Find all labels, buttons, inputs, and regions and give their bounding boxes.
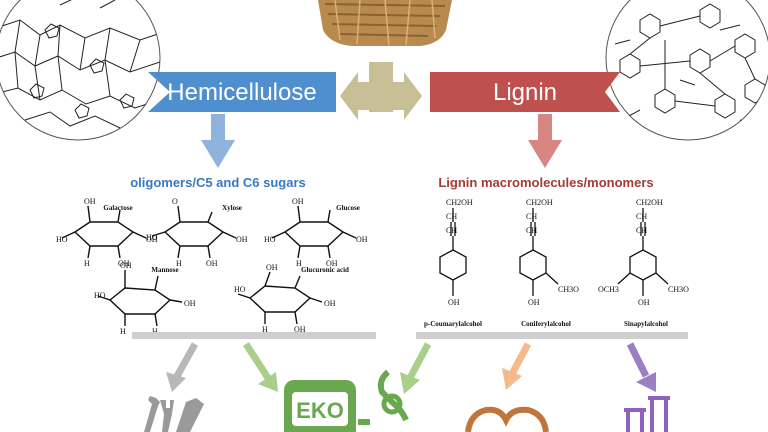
hemicellulose-label: Hemicellulose [167,79,316,106]
svg-text:OH: OH [84,197,96,206]
svg-text:CH2OH: CH2OH [446,198,473,207]
sugar-atom-labels: OH HO OH H OH O HO OH H OH OH HO OH H OH… [56,197,368,336]
straw-bale-image [318,0,452,46]
svg-text:OH: OH [638,298,650,307]
svg-text:OH: OH [266,263,278,272]
bioplastic-icon [465,406,549,432]
svg-text:H: H [84,259,90,268]
hemicellulose-down-arrow [201,114,235,168]
hemicellulose-banner: Hemicellulose [148,72,336,112]
product-arrows [166,342,656,394]
svg-text:HO: HO [234,285,246,294]
fork-knife-icon [144,396,204,432]
sugars-caption: oligomers/C5 and C6 sugars [130,175,306,190]
monomer-name-p-coumarylalcohol: p-Coumarylalcohol [424,320,482,328]
svg-text:CH: CH [526,212,537,221]
sugar-name-glucose: Glucose [336,204,360,212]
svg-text:OH: OH [118,259,130,268]
hemicellulose-structure-circle [0,0,161,141]
svg-text:OH: OH [206,259,218,268]
lignin-monomer-rings [439,208,669,296]
svg-text:H: H [176,259,182,268]
svg-text:CH3O: CH3O [558,285,579,294]
svg-text:OH: OH [236,235,248,244]
lab-tubes-icon [624,396,670,432]
svg-text:OH: OH [294,325,306,334]
monomer-name-sinapylalcohol: Sinapylalcohol [624,320,668,328]
lignin-caption: Lignin macromolecules/monomers [438,175,653,190]
lignin-banner: Lignin [430,72,620,112]
svg-text:H: H [296,259,302,268]
svg-text:OH: OH [326,259,338,268]
svg-text:CH2OH: CH2OH [526,198,553,207]
lignin-atom-labels: CH2OH CH CH OH CH2OH CH CH OH CH3O CH2OH… [446,198,689,307]
monomer-name-coniferylalcohol: Coniferylalcohol [521,320,571,328]
svg-text:HO: HO [264,235,276,244]
svg-text:OH: OH [448,298,460,307]
sugar-rings [61,205,357,327]
svg-text:CH: CH [446,226,457,235]
svg-text:OCH3: OCH3 [598,285,619,294]
svg-text:CH: CH [636,226,647,235]
svg-text:HO: HO [146,233,158,242]
svg-text:CH: CH [636,212,647,221]
sugar-name-glucuronic-acid: Glucuronic acid [301,266,349,274]
sugar-name-galactose: Galactose [103,204,132,212]
sugars-separator-bar [132,332,376,339]
lignin-separator-bar [416,332,688,339]
svg-text:OH: OH [324,299,336,308]
svg-text:OH: OH [184,299,196,308]
svg-text:OH: OH [528,298,540,307]
svg-text:CH: CH [446,212,457,221]
svg-text:CH2OH: CH2OH [636,198,663,207]
svg-text:O: O [172,197,178,206]
eko-fuel-icon: EKO [284,369,409,432]
svg-text:H: H [120,327,126,336]
svg-text:CH3O: CH3O [668,285,689,294]
svg-text:HO: HO [94,291,106,300]
sugar-name-xylose: Xylose [222,204,242,212]
eko-label: EKO [296,398,344,423]
lignin-label: Lignin [493,79,557,106]
lignin-structure-circle [605,0,768,141]
svg-text:OH: OH [120,261,132,270]
svg-text:CH: CH [526,226,537,235]
svg-text:OH: OH [356,235,368,244]
lignin-down-arrow [528,114,562,168]
split-arrow [340,62,422,120]
svg-text:H: H [262,325,268,334]
svg-text:HO: HO [56,235,68,244]
svg-text:OH: OH [292,197,304,206]
svg-text:OH: OH [146,235,158,244]
sugar-name-mannose: Mannose [151,266,178,274]
svg-text:H: H [152,327,158,336]
